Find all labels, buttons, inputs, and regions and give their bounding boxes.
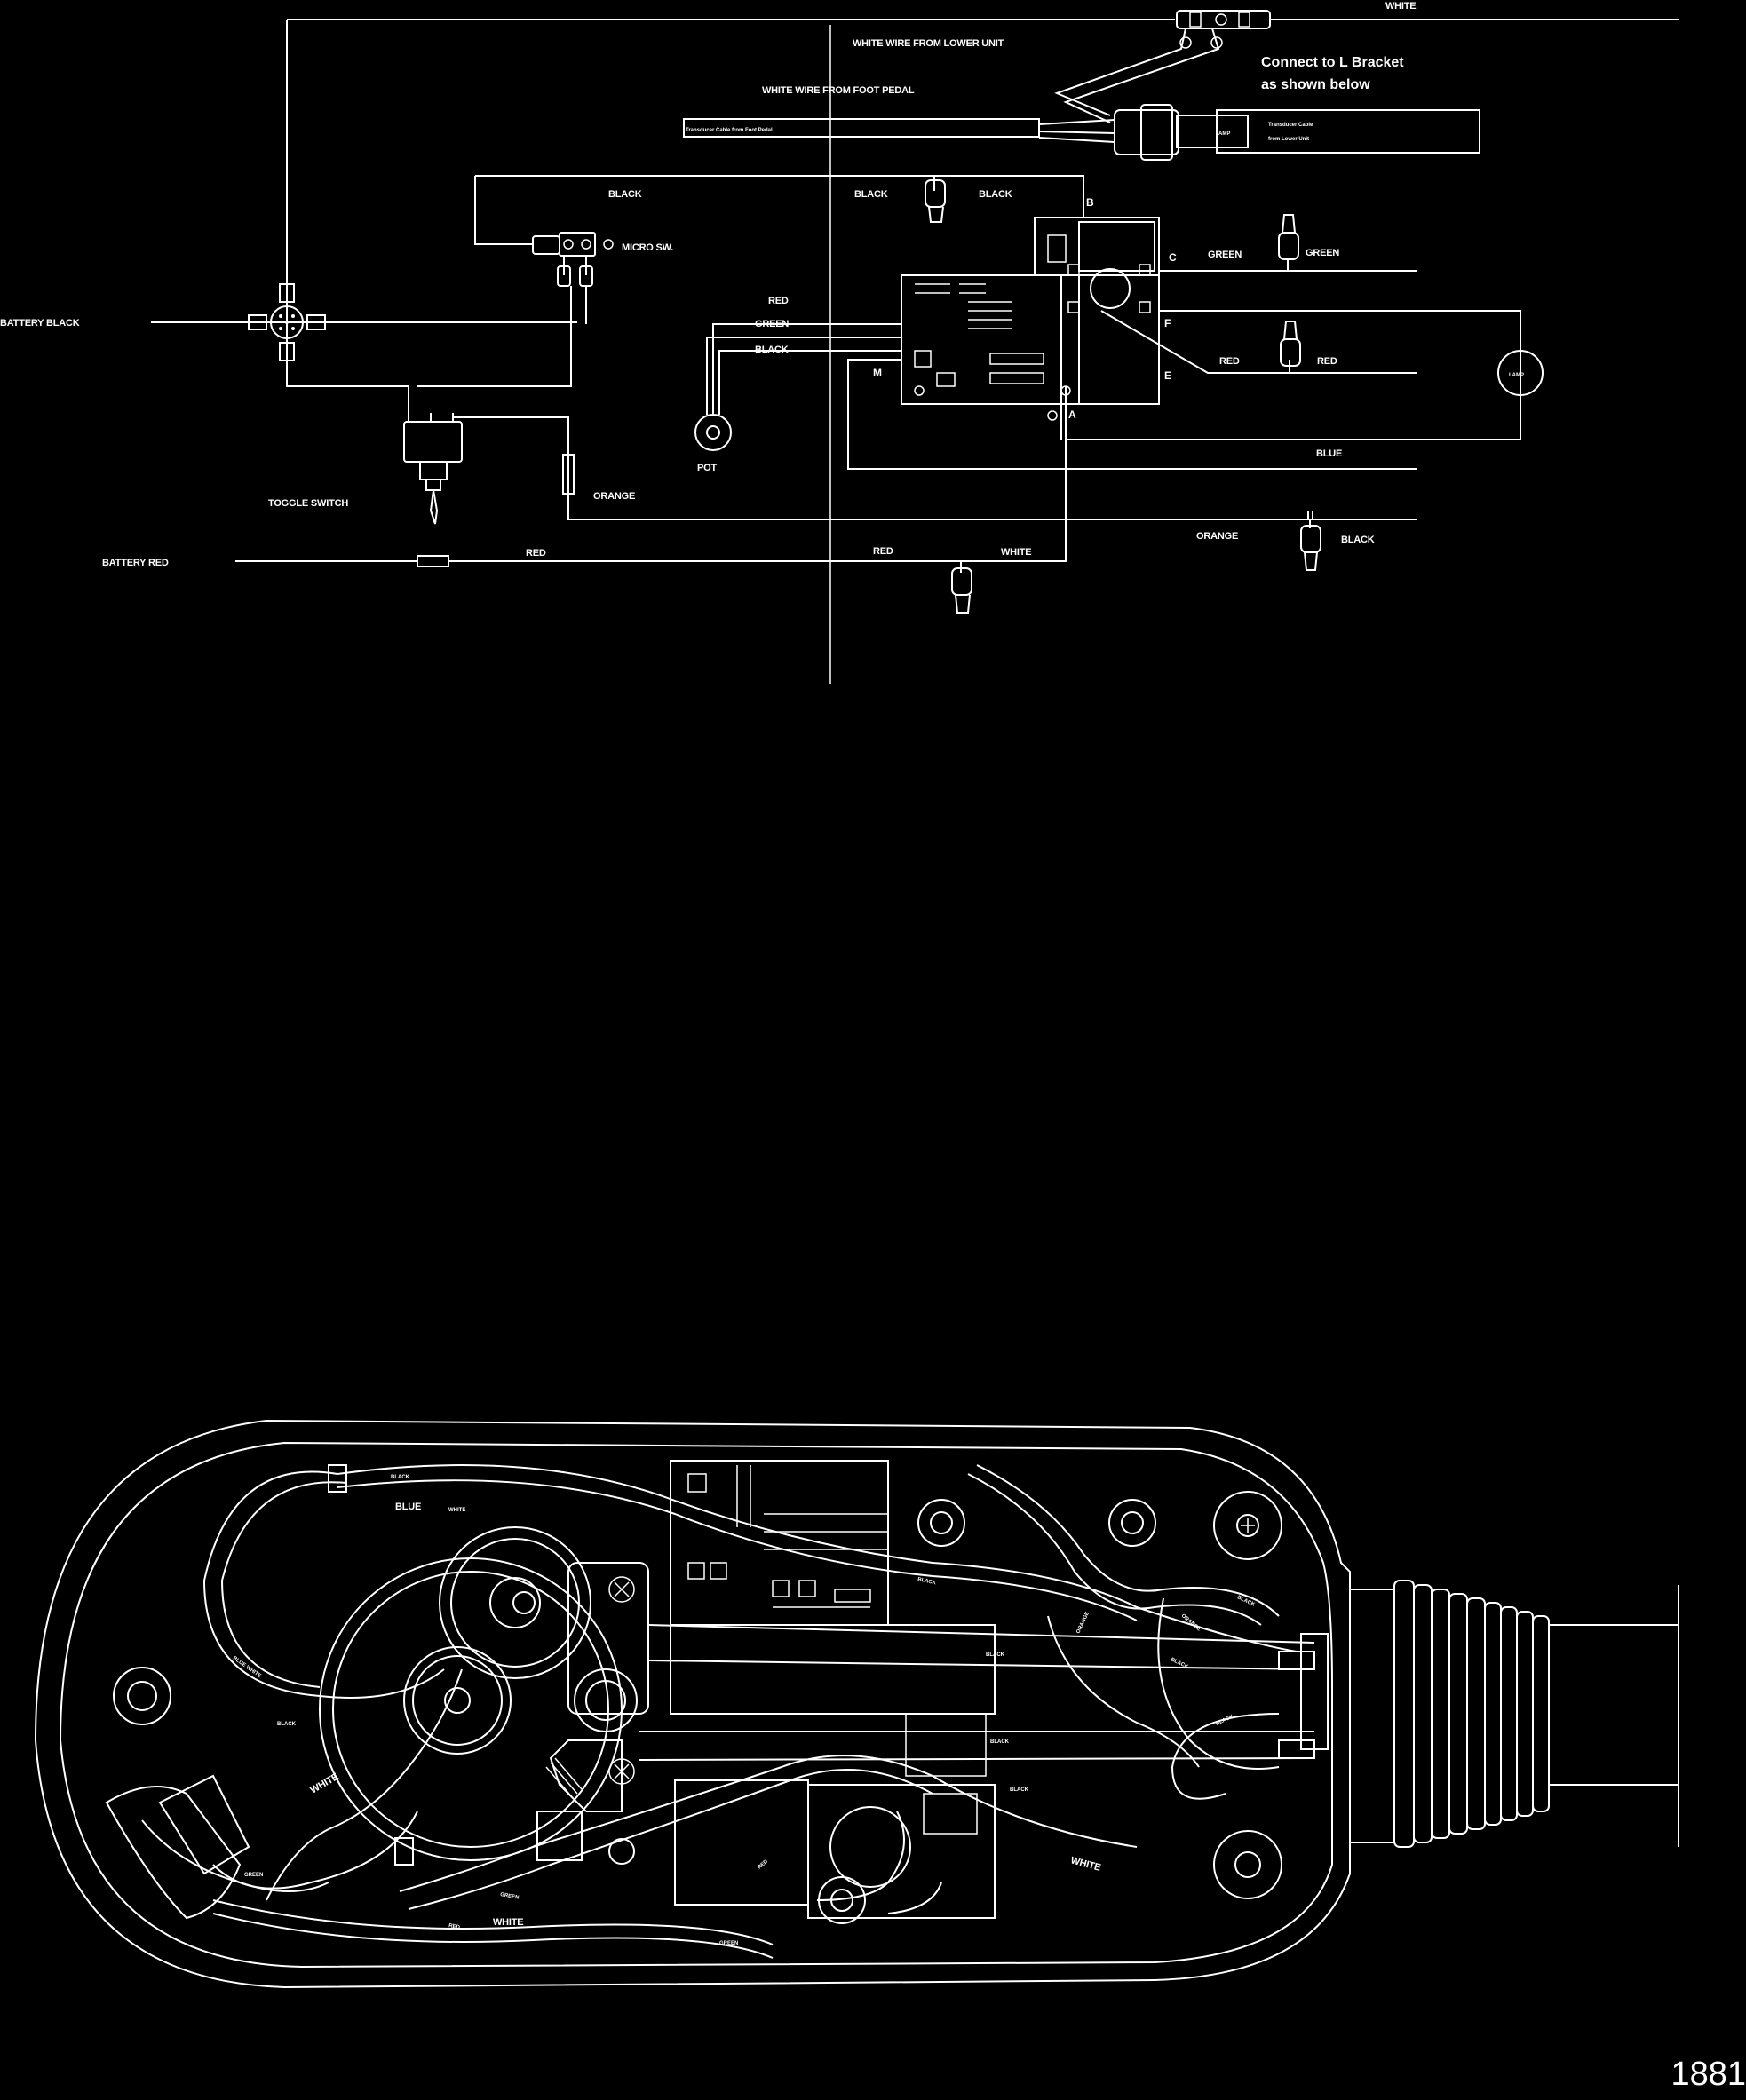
label-red-e1: RED — [1219, 356, 1240, 367]
note-connect-line1: Connect to L Bracket — [1261, 55, 1404, 70]
label-green-c1: GREEN — [1208, 250, 1242, 260]
asm-label-red-1: RED — [448, 1923, 461, 1930]
label-blue: BLUE — [1316, 448, 1342, 459]
label-battery-red: BATTERY RED — [102, 558, 169, 568]
asm-label-green-2: GREEN — [500, 1892, 520, 1901]
pin-a: A — [1068, 408, 1076, 421]
label-amp: AMP — [1218, 131, 1230, 137]
asm-label-black-8: BLACK — [1215, 1714, 1234, 1727]
label-green-c2: GREEN — [1306, 248, 1339, 258]
label-white-bottom: WHITE — [1001, 547, 1031, 558]
label-lamp: LAMP — [1509, 373, 1524, 378]
asm-label-green-1: GREEN — [244, 1873, 263, 1878]
note-connect-line2: as shown below — [1261, 77, 1370, 92]
pin-e: E — [1164, 369, 1171, 382]
control-board — [884, 217, 1160, 421]
asm-label-blue: BLUE — [395, 1502, 421, 1512]
label-black-2: BLACK — [854, 189, 888, 200]
asm-label-white-small: WHITE — [448, 1508, 465, 1513]
label-transducer-lower-unit-1: Transducer Cable — [1268, 123, 1313, 128]
label-pot: POT — [697, 463, 717, 473]
label-transducer-foot-pedal: Transducer Cable from Foot Pedal — [686, 128, 773, 133]
asm-label-white-3: WHITE — [1069, 1855, 1101, 1874]
label-orange-mid: ORANGE — [593, 491, 635, 502]
label-red-2: RED — [873, 546, 893, 557]
label-black-1: BLACK — [608, 189, 642, 200]
wiring-schematic: WHITE WHITE WIRE FROM LOWER UNIT WHITE W… — [0, 1, 1679, 684]
asm-label-orange-1: ORANGE — [1075, 1611, 1091, 1634]
pin-c: C — [1169, 251, 1177, 264]
label-green-pot: GREEN — [755, 319, 789, 329]
label-red-pot: RED — [768, 296, 789, 306]
motor-head-assembly: BLACK BLUE WHITE BLUE WHITE BLACK BLACK … — [34, 1419, 1679, 1989]
label-orange-right: ORANGE — [1196, 531, 1238, 542]
page-number: 1881 — [1671, 2056, 1746, 2093]
label-white-wire-foot-pedal: WHITE WIRE FROM FOOT PEDAL — [762, 85, 915, 96]
asm-label-black-2: BLACK — [277, 1722, 297, 1727]
label-black-pot: BLACK — [755, 345, 789, 355]
label-battery-black: BATTERY BLACK — [0, 318, 80, 329]
label-white-wire-lower-unit: WHITE WIRE FROM LOWER UNIT — [853, 38, 1004, 49]
pin-m: M — [873, 367, 882, 379]
asm-label-green-3: GREEN — [719, 1941, 738, 1946]
asm-label-black-4: BLACK — [1236, 1595, 1256, 1608]
label-micro-switch: MICRO SW. — [622, 242, 673, 253]
asm-label-red-2: RED — [757, 1858, 769, 1870]
label-toggle-switch: TOGGLE SWITCH — [268, 498, 348, 509]
asm-label-blue-white: BLUE WHITE — [232, 1656, 262, 1679]
asm-label-black-7: BLACK — [990, 1739, 1010, 1745]
pin-b: B — [1086, 196, 1094, 209]
label-black-3: BLACK — [979, 189, 1012, 200]
label-white-top: WHITE — [1385, 1, 1416, 12]
asm-label-black-1: BLACK — [391, 1475, 410, 1480]
asm-label-black-9: BLACK — [1010, 1787, 1029, 1793]
label-transducer-lower-unit-2: from Lower Unit — [1268, 137, 1309, 142]
label-red-1: RED — [526, 548, 546, 559]
label-red-e2: RED — [1317, 356, 1337, 367]
asm-label-white-2: WHITE — [493, 1917, 523, 1928]
asm-label-black-3: BLACK — [917, 1577, 937, 1586]
pin-f: F — [1164, 317, 1171, 329]
asm-label-black-6: BLACK — [986, 1652, 1005, 1658]
label-black-right: BLACK — [1341, 535, 1375, 545]
asm-label-white-1: WHITE — [309, 1771, 341, 1796]
